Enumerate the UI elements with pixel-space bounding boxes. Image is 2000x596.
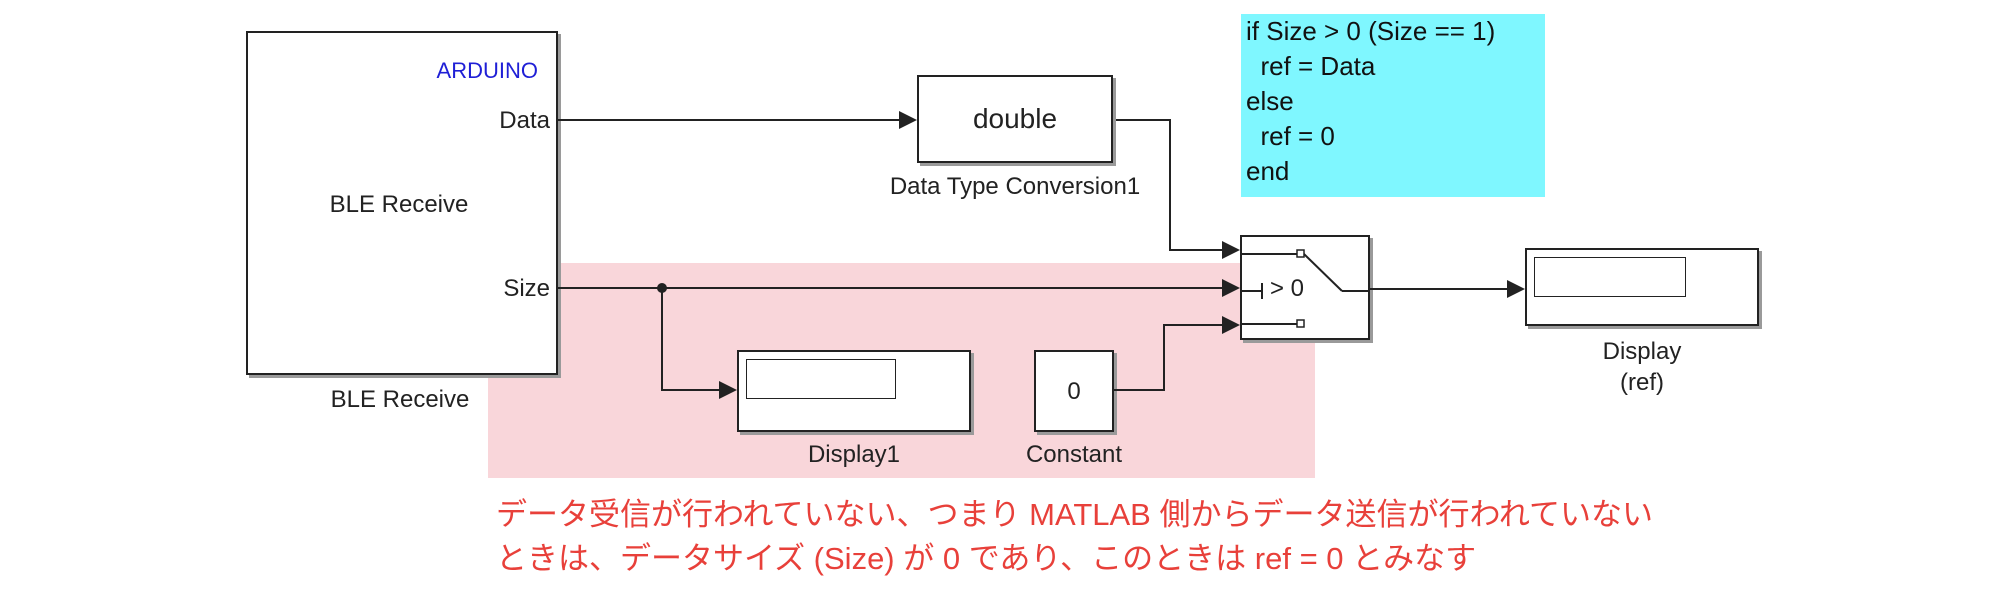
display-ref-caption-line1: Display bbox=[1602, 338, 1682, 365]
arrowhead-icon bbox=[1222, 241, 1240, 259]
display1-readout bbox=[746, 359, 896, 399]
display-ref-readout bbox=[1534, 257, 1686, 297]
constant-block[interactable]: 0 bbox=[1034, 350, 1114, 432]
wire-conversion-to-switch bbox=[1116, 119, 1223, 251]
switch-threshold-label: > 0 bbox=[1270, 275, 1305, 302]
code-line: ref = Data bbox=[1246, 51, 1376, 81]
arrowhead-icon bbox=[899, 111, 917, 129]
arrowhead-icon bbox=[1507, 280, 1525, 298]
constant-value-label: 0 bbox=[1067, 378, 1081, 405]
conversion-type-label: double bbox=[972, 103, 1058, 134]
display1-block[interactable] bbox=[737, 350, 971, 432]
explanation-note: データ受信が行われていない、つまり MATLAB 側からデータ送信が行われていな… bbox=[496, 493, 1653, 581]
arduino-vendor-label: ARDUINO bbox=[436, 58, 538, 83]
switch-block[interactable]: > 0 bbox=[1240, 235, 1370, 340]
note-line-1: データ受信が行われていない、つまり MATLAB 側からデータ送信が行われていな… bbox=[496, 497, 1653, 532]
code-annotation[interactable]: if Size > 0 (Size == 1) ref = Data else … bbox=[1241, 14, 1545, 197]
wire-size-to-display1 bbox=[661, 288, 720, 391]
data-port-label: Data bbox=[499, 107, 550, 134]
note-line-2: ときは、データサイズ (Size) が 0 であり、このときは ref = 0 … bbox=[496, 541, 1477, 576]
code-line: end bbox=[1246, 156, 1290, 186]
code-line: if Size > 0 (Size == 1) bbox=[1246, 16, 1496, 46]
arrowhead-icon bbox=[1222, 279, 1240, 297]
code-line: else bbox=[1246, 86, 1294, 116]
display-ref-caption-line2: (ref) bbox=[1620, 369, 1664, 396]
arrowhead-icon bbox=[719, 381, 737, 399]
size-port-label: Size bbox=[503, 275, 550, 302]
constant-caption: Constant bbox=[1025, 441, 1123, 468]
code-line: ref = 0 bbox=[1246, 121, 1335, 151]
data-type-conversion-block[interactable]: double bbox=[917, 75, 1113, 163]
wire-constant-to-switch bbox=[1114, 324, 1223, 391]
ble-block-title: BLE Receive bbox=[329, 191, 469, 218]
display-ref-block[interactable] bbox=[1525, 248, 1759, 326]
display1-caption: Display1 bbox=[807, 441, 901, 468]
switch-glyph-icon bbox=[1242, 249, 1368, 328]
ble-block-caption: BLE Receive bbox=[330, 386, 470, 413]
conversion-caption: Data Type Conversion1 bbox=[889, 173, 1141, 200]
ble-receive-block[interactable]: ARDUINO Data BLE Receive Size bbox=[246, 31, 558, 375]
arrowhead-icon bbox=[1222, 316, 1240, 334]
